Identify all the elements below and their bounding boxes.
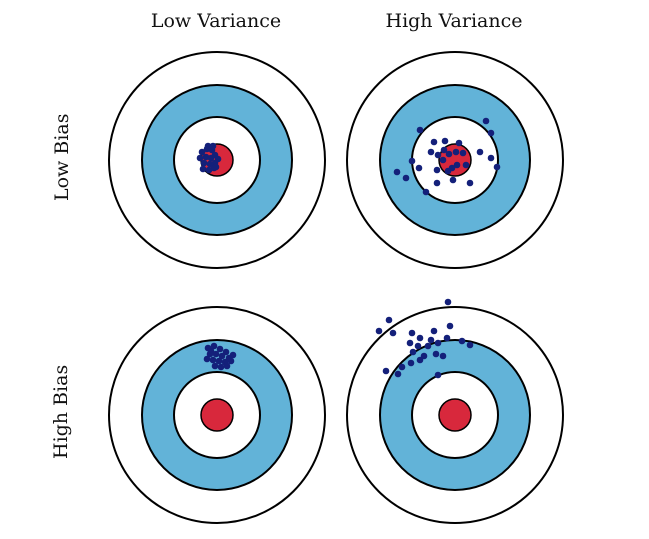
dot [402, 174, 410, 182]
dot [408, 329, 416, 337]
dot [382, 367, 390, 375]
dot [375, 327, 383, 335]
dot [439, 156, 447, 164]
dot [433, 166, 441, 174]
dot [203, 355, 211, 363]
dot [459, 149, 467, 157]
dot [476, 148, 484, 156]
dot [448, 164, 456, 172]
dots [393, 117, 501, 196]
dot [453, 161, 461, 169]
column-label-low-variance: Low Variance [150, 10, 282, 32]
dot [389, 329, 397, 337]
dot [439, 352, 447, 360]
dot [443, 334, 451, 342]
dot [200, 159, 208, 167]
dot [420, 352, 428, 360]
dot [430, 327, 438, 335]
dot [416, 126, 424, 134]
dot [210, 342, 218, 350]
dot [482, 117, 490, 125]
dot [218, 352, 226, 360]
dot [441, 137, 449, 145]
dot [406, 339, 414, 347]
bullseye [438, 398, 472, 432]
dot [409, 348, 417, 356]
dot [223, 362, 231, 370]
dot [214, 155, 222, 163]
dot [408, 157, 416, 165]
dot [215, 357, 223, 365]
dot [427, 336, 435, 344]
dot [422, 188, 430, 196]
dot [430, 138, 438, 146]
dot [446, 322, 454, 330]
dot [427, 148, 435, 156]
column-label-high-variance: High Variance [385, 10, 523, 32]
dot [462, 161, 470, 169]
dot [229, 351, 237, 359]
dot [212, 163, 220, 171]
dot [466, 341, 474, 349]
dots [203, 342, 237, 371]
dot [466, 179, 474, 187]
dot [207, 347, 215, 355]
dot [452, 148, 460, 156]
dot [393, 168, 401, 176]
dot [434, 339, 442, 347]
target-low-bias-low-variance [108, 51, 326, 269]
dot [458, 337, 466, 345]
dot [433, 179, 441, 187]
dot [196, 154, 204, 162]
dot [212, 350, 220, 358]
dot [493, 163, 501, 171]
dot [209, 142, 217, 150]
dot [487, 154, 495, 162]
dot [217, 363, 225, 371]
bullseye [200, 398, 234, 432]
dot [202, 153, 210, 161]
dot [455, 139, 463, 147]
dot [416, 356, 424, 364]
dot [487, 129, 495, 137]
dot [199, 165, 207, 173]
dot [432, 350, 440, 358]
dot [434, 371, 442, 379]
dot [222, 348, 230, 356]
dot [206, 160, 214, 168]
dots [375, 298, 474, 379]
dot [415, 164, 423, 172]
target-low-bias-high-variance [346, 51, 564, 269]
dot [209, 356, 217, 364]
target-high-bias-low-variance [108, 306, 326, 524]
dot [440, 146, 448, 154]
dot [394, 370, 402, 378]
dot [444, 298, 452, 306]
dot [424, 342, 432, 350]
dot [204, 142, 212, 150]
target-high-bias-high-variance [346, 298, 564, 524]
dot [205, 166, 213, 174]
dot [216, 345, 224, 353]
dot [434, 151, 442, 159]
dot [211, 362, 219, 370]
dot [445, 150, 453, 158]
dot [398, 363, 406, 371]
dot [449, 176, 457, 184]
dot [198, 148, 206, 156]
dot [416, 334, 424, 342]
dot [407, 359, 415, 367]
dot [227, 357, 235, 365]
dot [414, 342, 422, 350]
dot [385, 316, 393, 324]
dots [196, 142, 222, 174]
